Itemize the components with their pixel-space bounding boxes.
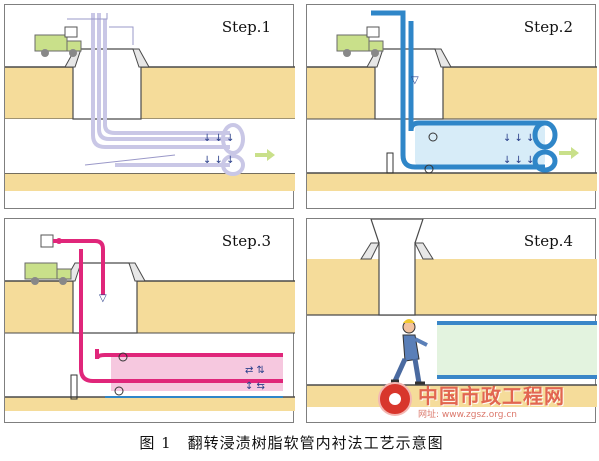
step-label: Step.4 <box>523 232 573 250</box>
svg-text:↓ ↓ ↓: ↓ ↓ ↓ <box>503 133 535 144</box>
truck-icon <box>34 26 82 57</box>
liner-tube <box>53 239 283 383</box>
worker-icon <box>391 319 428 385</box>
liner-tube <box>91 13 230 149</box>
panel-step-1: ↓ ↓ ↓ ↓ ↓ ↓ Step.1 <box>4 4 295 209</box>
direction-arrow-icon <box>559 147 579 159</box>
pressure-arrows: ↓ ↓ ↓ ↓ ↓ ↓ <box>203 133 235 166</box>
figure-title: 翻转浸渍树脂软管内衬法工艺示意图 <box>187 434 444 452</box>
svg-text:↓ ↓ ↓: ↓ ↓ ↓ <box>203 155 235 166</box>
svg-text:↕ ⇆: ↕ ⇆ <box>245 381 265 392</box>
cured-liner-bottom <box>437 375 597 379</box>
panel-step-3: ⇄ ⇅ ↕ ⇆ ▽ Step.3 <box>4 218 295 423</box>
svg-text:▽: ▽ <box>411 75 419 86</box>
step-2-diagram: ↓ ↓ ↓ ↓ ↓ ↓ ▽ <box>307 10 597 191</box>
cured-liner-top <box>437 321 597 325</box>
pressure-arrows: ↓ ↓ ↓ ↓ ↓ ↓ ▽ <box>411 75 535 166</box>
svg-text:↓ ↓ ↓: ↓ ↓ ↓ <box>203 133 235 144</box>
panel-step-2: ↓ ↓ ↓ ↓ ↓ ↓ ▽ Step.2 <box>306 4 597 209</box>
figure-number: 图 1 <box>139 434 172 452</box>
svg-text:▽: ▽ <box>99 293 107 304</box>
liner-inflated <box>111 355 283 391</box>
step-1-diagram: ↓ ↓ ↓ ↓ ↓ ↓ <box>5 13 295 191</box>
watermark-logo-icon <box>378 382 412 416</box>
step-label: Step.3 <box>221 232 271 250</box>
watermark: 中国市政工程网 网址: www.zgsz.org.cn <box>378 380 588 426</box>
liner-tube <box>371 10 545 170</box>
liner-inflated <box>415 123 545 167</box>
svg-text:⇄ ⇅: ⇄ ⇅ <box>245 365 265 376</box>
truck-icon <box>336 26 384 57</box>
lower-ground <box>5 173 295 191</box>
direction-arrow-icon <box>255 149 275 161</box>
figure-caption: 图 1 翻转浸渍树脂软管内衬法工艺示意图 <box>0 432 599 453</box>
svg-text:↓ ↓ ↓: ↓ ↓ ↓ <box>503 155 535 166</box>
flow-arrows: ⇄ ⇅ ↕ ⇆ ▽ <box>99 293 265 392</box>
truck-icon <box>24 234 72 285</box>
step-label: Step.2 <box>523 18 573 36</box>
watermark-url: 网址: www.zgsz.org.cn <box>418 410 517 420</box>
step-3-diagram: ⇄ ⇅ ↕ ⇆ ▽ <box>5 234 295 411</box>
upper-ground <box>5 67 295 119</box>
step-label: Step.1 <box>221 18 271 36</box>
watermark-title: 中国市政工程网 <box>418 384 565 408</box>
manhole <box>370 219 424 316</box>
